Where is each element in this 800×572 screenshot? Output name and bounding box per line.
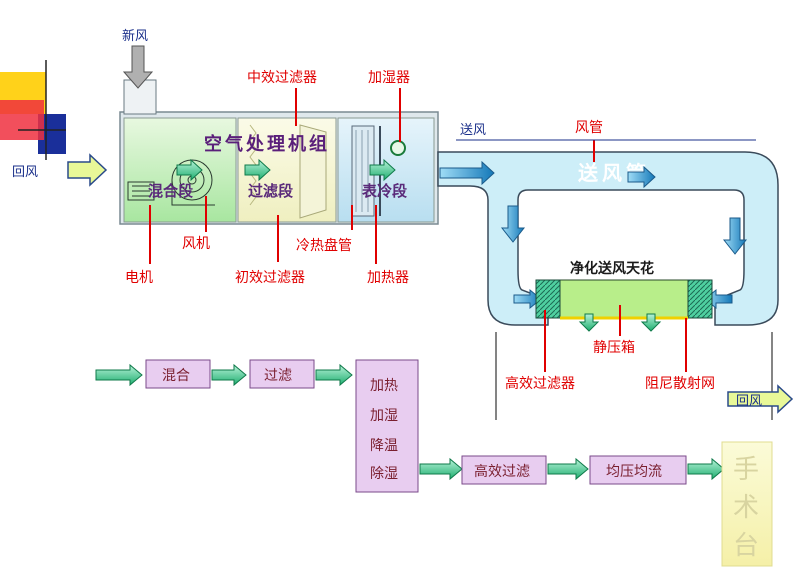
- air-handling-unit: 空气处理机组 混合段 过滤段 表冷段: [119, 79, 439, 225]
- duct-arrow-right: [627, 165, 656, 189]
- duct-down-arrow-left: [500, 205, 526, 243]
- return-air-left-arrow: [67, 153, 108, 187]
- hepa-filter-right: [687, 279, 713, 319]
- duct-inlet-arrow: [439, 160, 495, 186]
- humidifier-icon: [390, 140, 406, 156]
- flow-treat-4: 除湿: [370, 466, 398, 482]
- leader-lines: [149, 88, 687, 372]
- air-duct-label: 风管: [575, 120, 603, 136]
- hepa-filter-left: [535, 279, 561, 319]
- diffuser-mesh-label: 阻尼散射网: [645, 376, 715, 392]
- ahu-title: 空气处理机组: [204, 133, 330, 155]
- coil-label: 冷热盘管: [296, 237, 352, 254]
- flow-treat-3: 降温: [370, 438, 398, 454]
- return-air-right-arrow: [727, 384, 794, 414]
- flow-hepa-label: 高效过滤: [474, 463, 530, 480]
- supply-duct: 送风管: [437, 151, 779, 326]
- static-pressure-box: [559, 279, 689, 319]
- fan-label: 风机: [182, 236, 210, 252]
- flow-filter-label: 过滤: [264, 368, 292, 384]
- flow-box-treatment: [355, 359, 419, 493]
- process-flow: 混合 过滤 加热 加湿 降温 除湿 高效过滤 均压均流 手 术 台: [95, 359, 773, 567]
- operating-table-char-3: 台: [733, 531, 759, 561]
- static-box-label: 静压箱: [593, 340, 635, 356]
- fresh-air-arrow: [122, 45, 154, 89]
- fan-icon: [171, 159, 215, 206]
- flow-box-filter: [249, 359, 315, 389]
- fresh-air-label: 新风: [122, 28, 148, 44]
- mixing-section-label: 混合段: [148, 182, 193, 200]
- ceiling-label: 净化送风天花: [570, 260, 654, 277]
- supply-air-label: 送风: [460, 123, 486, 138]
- flow-treat-2: 加湿: [370, 408, 398, 424]
- flow-treat-1: 加热: [370, 378, 398, 394]
- cooling-section-label: 表冷段: [362, 182, 407, 200]
- duct-down-arrow-right: [722, 217, 748, 255]
- flow-box-mix: [145, 359, 211, 389]
- humidifier-label: 加湿器: [368, 70, 410, 86]
- flow-box-hepa: [461, 455, 547, 485]
- primary-filter-label: 初效过滤器: [235, 269, 305, 286]
- return-air-right-label: 回风: [736, 394, 762, 409]
- operating-table-char-2: 术: [733, 493, 759, 523]
- operating-table-char-1: 手: [733, 455, 759, 485]
- flow-equalize-label: 均压均流: [606, 464, 662, 480]
- motor-icon: [127, 181, 155, 201]
- flow-mix-label: 混合: [162, 368, 190, 384]
- ceiling-down-arrows: [578, 313, 662, 332]
- return-air-left-label: 回风: [12, 165, 38, 180]
- operating-table: [721, 441, 773, 567]
- flow-box-equalize: [589, 455, 687, 485]
- medium-filter-icon: [299, 124, 327, 219]
- hepa-filter-label: 高效过滤器: [505, 375, 575, 392]
- motor-label: 电机: [125, 270, 153, 286]
- filter-section-label: 过滤段: [248, 182, 293, 200]
- purified-ceiling: 净化送风天花: [535, 260, 713, 332]
- heater-label: 加热器: [367, 270, 409, 286]
- corner-decoration: [0, 60, 66, 160]
- internal-flow-arrows: [176, 158, 396, 182]
- medium-filter-label: 中效过滤器: [247, 70, 317, 86]
